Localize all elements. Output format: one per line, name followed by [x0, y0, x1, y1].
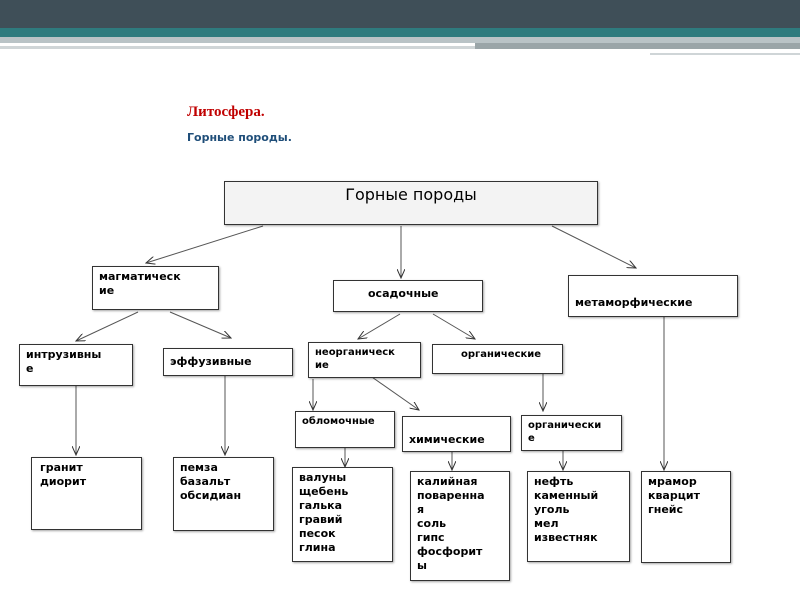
- header-line-thin: [650, 53, 800, 55]
- arrow-magmatic-intrusive: [76, 311, 139, 341]
- header-band-gray: [0, 37, 800, 43]
- inorganic-box: неорганическ ие: [308, 342, 421, 378]
- arrow-sedimentary-organic: [432, 313, 475, 339]
- sedimentary-box: осадочные: [333, 280, 483, 312]
- arrow-root-magmatic: [146, 225, 264, 263]
- magmatic-box: магматическ ие: [92, 266, 219, 310]
- slide-subtitle: Горные породы.: [187, 131, 292, 144]
- arrow-magmatic-effusive: [169, 311, 231, 338]
- organic-examples-box: нефть каменный уголь мел известняк: [527, 471, 630, 562]
- effusive-examples-box: пемза базальт обсидиан: [173, 457, 274, 531]
- arrow-sedimentary-inorganic: [358, 313, 401, 339]
- clastic-box: обломочные: [295, 411, 395, 448]
- organic2-box: органически е: [521, 415, 622, 451]
- intrusive-examples-box: гранит диорит: [31, 457, 142, 530]
- chemical-box: химические: [402, 416, 511, 452]
- header-line-left: [0, 46, 475, 49]
- arrow-inorganic-chemical: [368, 374, 419, 410]
- slide-title: Литосфера.: [187, 104, 265, 120]
- organic-box: органические: [432, 344, 563, 374]
- root-box: Горные породы: [224, 181, 598, 225]
- arrow-root-metamorphic: [551, 225, 636, 268]
- header-line-right: [475, 43, 800, 49]
- clastic-examples-box: валуны щебень галька гравий песок глина: [292, 467, 393, 562]
- metamorphic-box: метаморфические: [568, 275, 738, 317]
- header-band-teal: [0, 28, 800, 37]
- effusive-box: эффузивные: [163, 348, 293, 376]
- chemical-examples-box: калийная поваренна я соль гипс фосфорит …: [410, 471, 510, 581]
- metamorphic-examples-box: мрамор кварцит гнейс: [641, 471, 731, 563]
- header-band-dark: [0, 0, 800, 28]
- intrusive-box: интрузивны е: [19, 344, 133, 386]
